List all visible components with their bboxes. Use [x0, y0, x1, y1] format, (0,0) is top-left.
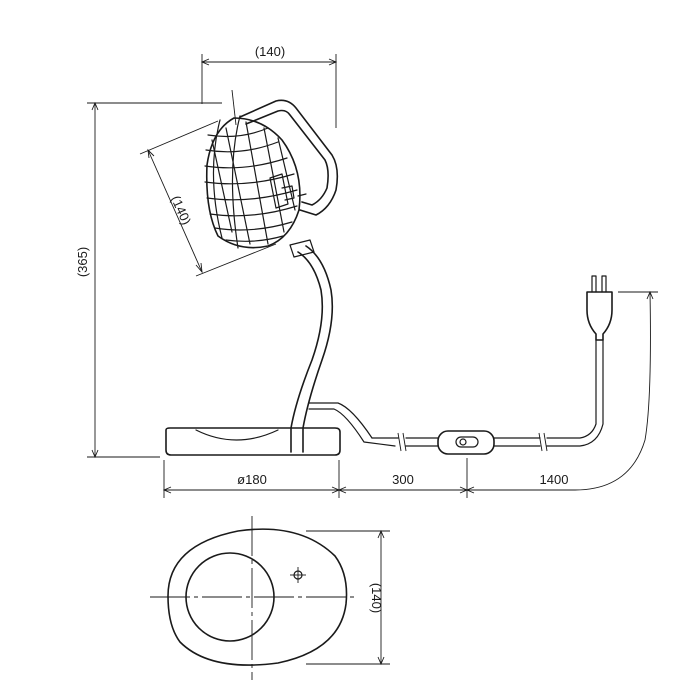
lamp-base [165, 427, 341, 456]
label-base-depth: (140) [369, 583, 384, 613]
power-cord [308, 339, 604, 455]
label-total-height: (365) [75, 247, 90, 277]
lamp-shade [204, 115, 307, 249]
side-elevation: (365) (140) (140) [75, 44, 658, 498]
label-base-diameter: ø180 [237, 472, 267, 487]
dimension-base-depth: (140) [306, 529, 390, 666]
label-shade-width: (140) [255, 44, 285, 59]
base-outline-top [167, 528, 348, 666]
dimension-shade-width: (140) [200, 44, 338, 128]
lamp-stem [289, 239, 334, 453]
label-switch-to-plug: 1400 [540, 472, 569, 487]
plan-view: (140) [150, 516, 390, 680]
label-cord-to-switch: 300 [392, 472, 414, 487]
power-plug [586, 275, 613, 341]
lamp-handle [239, 99, 339, 216]
dimension-total-height: (365) [75, 101, 222, 459]
dimension-bottom-row: ø180 300 1400 [162, 290, 658, 498]
cord-switch [437, 430, 495, 455]
label-shade-depth: (140) [168, 193, 194, 227]
